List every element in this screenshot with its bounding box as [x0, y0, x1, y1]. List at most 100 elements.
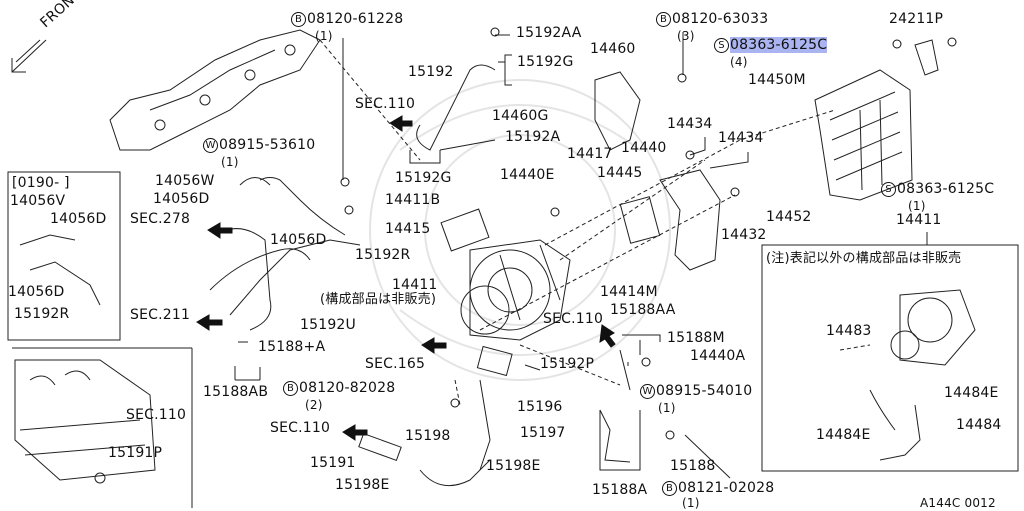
part-15192A: 15192A: [505, 129, 561, 145]
part-14056D: 14056D: [153, 191, 210, 207]
arrow-left-icon: [196, 314, 223, 331]
part-14460G: 14460G: [492, 108, 549, 124]
part-14414M: 14414M: [600, 284, 658, 300]
part-15192P: 15192P: [540, 356, 595, 372]
w-circle-icon: W: [203, 138, 218, 153]
part-14417: 14417: [567, 146, 613, 162]
part-15188AA: 15188AA: [610, 302, 676, 318]
qty-label: (4): [730, 55, 748, 69]
part-14460: 14460: [590, 41, 636, 57]
sec-211-label: SEC.211: [130, 307, 191, 323]
qty-label: (3): [677, 29, 695, 43]
engine-block-sketch: [14, 359, 156, 484]
sec-165-label: SEC.165: [365, 356, 426, 372]
sec-110-label: SEC.110: [126, 407, 187, 423]
sec-278-label: SEC.278: [130, 211, 191, 227]
part-15192R: 15192R: [355, 247, 411, 263]
part-14411-center: 14411: [392, 277, 438, 293]
b-circle-icon: B: [656, 12, 671, 27]
figure-id: A144C 0012: [920, 496, 996, 510]
qty-label: (1): [221, 155, 239, 169]
part-15188: 15188: [670, 458, 716, 474]
part-14434-a: 14434: [667, 116, 713, 132]
note-not-sold-center: (構成部品は非販売): [320, 292, 437, 307]
inset-range-label: [0190- ]: [12, 175, 70, 191]
outlet-elbow: [594, 71, 721, 271]
part-14440A: 14440A: [690, 348, 746, 364]
qty-label: (1): [658, 401, 676, 415]
gasket-15196: [476, 345, 513, 377]
inset-box-left: [7, 171, 121, 341]
part-14450M: 14450M: [748, 72, 806, 88]
s-circle-icon: S: [714, 38, 729, 53]
part-14445: 14445: [597, 165, 643, 181]
part-15192AA: 15192AA: [516, 25, 582, 41]
qty-label: (1): [315, 29, 333, 43]
part-14056D: 14056D: [270, 232, 327, 248]
oil-lines: [209, 64, 631, 471]
inset-box-right: [761, 244, 1019, 472]
arrow-left-icon: [599, 324, 616, 348]
note-not-sold-right: (注)表記以外の構成部品は非販売: [766, 251, 962, 266]
qty-label: (1): [682, 496, 700, 510]
part-14056V: 14056V: [10, 193, 66, 209]
part-15188M: 15188M: [667, 330, 725, 346]
part-14411-right: 14411: [896, 212, 942, 228]
heat-shield: [814, 39, 939, 201]
b-circle-icon: B: [283, 381, 298, 396]
part-14440E: 14440E: [500, 167, 555, 183]
part-15191: 15191: [310, 455, 356, 471]
b-circle-icon: B: [662, 481, 677, 496]
part-14056D: 14056D: [50, 211, 107, 227]
leader-lines: [319, 39, 871, 406]
sec-arrows: [196, 115, 616, 441]
part-15192U: 15192U: [300, 317, 356, 333]
arrow-left-icon: [342, 424, 368, 441]
part-14484E: 14484E: [944, 385, 999, 401]
part-15188AB: 15188AB: [203, 384, 269, 400]
part-15192: 15192: [408, 64, 454, 80]
qty-label: (1): [908, 199, 926, 213]
part-14440: 14440: [621, 140, 667, 156]
arrow-left-icon: [207, 222, 233, 239]
part-15198E: 15198E: [335, 477, 390, 493]
part-15198E: 15198E: [486, 458, 541, 474]
part-15188A: 15188A: [592, 482, 648, 498]
b-circle-icon: B: [291, 12, 306, 27]
fitting-15191: [358, 432, 402, 462]
part-14411B: 14411B: [385, 192, 441, 208]
part-15191P: 15191P: [108, 445, 163, 461]
part-15192G: 15192G: [395, 170, 452, 186]
part-15198: 15198: [405, 428, 451, 444]
part-14452: 14452: [766, 209, 812, 225]
part-14484E: 14484E: [816, 427, 871, 443]
part-14434-b: 14434: [718, 130, 764, 146]
qty-label: (2): [305, 398, 323, 412]
sec-110-label: SEC.110: [543, 311, 604, 327]
bolts: [340, 27, 957, 440]
part-14056D: 14056D: [8, 284, 65, 300]
part-14484: 14484: [956, 417, 1002, 433]
gasket-14415: [440, 208, 490, 252]
part-14432: 14432: [721, 227, 767, 243]
gasket-14445: [619, 196, 661, 244]
turbocharger-body: [460, 239, 571, 341]
arrow-left-icon: [421, 337, 447, 354]
front-arrow-icon: [11, 39, 47, 73]
part-15196: 15196: [517, 399, 563, 415]
exhaust-manifold: [109, 29, 321, 151]
part-15192G: 15192G: [517, 54, 574, 70]
sec-110-label: SEC.110: [270, 420, 331, 436]
part-15197: 15197: [520, 425, 566, 441]
solid-leaders: [234, 32, 749, 479]
